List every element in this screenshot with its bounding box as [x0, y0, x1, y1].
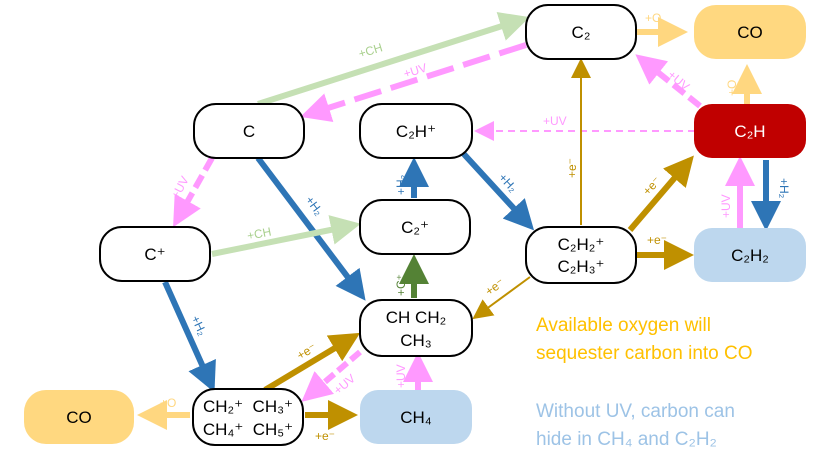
node-chn-plus-label-1: CH₂⁺ CH₃⁺ — [203, 397, 293, 416]
node-ch4-label: CH₄ — [400, 408, 432, 427]
arrow-c2h-to-c2 — [635, 54, 702, 109]
label-c-to-ch: +H₂ — [303, 193, 327, 218]
node-ch-ch2-ch3: CH CH₂ CH₃ — [359, 299, 473, 357]
node-c2h2-plus-label-1: C₂H₂⁺ — [558, 235, 605, 254]
arrow-ch-to-chn-plus — [301, 349, 362, 402]
label-chn-plus-to-co: +O — [160, 396, 176, 410]
label-c2-plus-to-c2h-plus: +H₂ — [394, 174, 408, 195]
label-c2h-to-c2h2: +H₂ — [777, 178, 791, 199]
label-c2h-to-c2h-plus: +UV — [543, 114, 567, 128]
label-c2h-to-c2: +UV — [665, 68, 692, 94]
node-c2h-plus: C₂H⁺ — [359, 103, 473, 159]
label-c2-to-co: +O — [645, 11, 661, 25]
oxygen-note-line-2: sequester carbon into CO — [536, 343, 753, 364]
arrow-chn-plus-to-ch — [263, 332, 361, 393]
arrow-c-to-c-plus — [173, 156, 215, 228]
uv-note-line-2: hide in CH₄ and C₂H₂ — [536, 429, 717, 450]
oxygen-note: Available oxygen will sequester carbon i… — [536, 312, 826, 368]
label-ch-to-c2-plus: +C⁺ — [394, 274, 408, 296]
node-chn-plus-label-2: CH₄⁺ CH₅⁺ — [203, 420, 293, 439]
arrow-c-plus-to-chn-plus — [162, 280, 216, 393]
node-c2h2: C₂H₂ — [694, 228, 806, 282]
node-c2h2-label: C₂H₂ — [731, 246, 769, 265]
oxygen-note-line-1: Available oxygen will — [536, 315, 711, 336]
node-c2: C₂ — [525, 4, 637, 60]
uv-note-line-1: Without UV, carbon can — [536, 401, 735, 422]
node-c2h: C₂H — [694, 104, 806, 158]
arrow-c-to-c2 — [257, 12, 530, 107]
node-c2-plus: C₂⁺ — [359, 199, 471, 255]
arrow-c2h-plus-to-c2h2-plus — [459, 149, 535, 231]
arrow-c2h2plus-to-c2h — [627, 155, 694, 232]
label-c2h2plus-to-c2: +e⁻ — [565, 158, 579, 178]
node-c2-label: C₂ — [572, 23, 591, 42]
arrow-c-to-ch — [255, 156, 366, 301]
label-chn-plus-to-ch4: +e⁻ — [315, 429, 335, 443]
node-c2h2-plus-label-2: C₂H₃⁺ — [557, 257, 604, 276]
node-ch-label-2: CH₃ — [400, 331, 431, 350]
label-ch4-to-ch: +UV — [394, 364, 408, 388]
arrow-c2-to-c — [300, 42, 527, 123]
node-c2h-plus-label: C₂H⁺ — [396, 122, 436, 141]
label-c2h2plus-to-ch: +e⁻ — [483, 275, 507, 298]
node-c-plus-label: C⁺ — [144, 245, 165, 264]
label-c2h-to-co: +O — [725, 80, 739, 96]
node-c-plus: C⁺ — [99, 226, 211, 282]
node-c-label: C — [243, 122, 255, 141]
node-co-top-label: CO — [737, 23, 763, 42]
node-co-bottom: CO — [24, 390, 134, 444]
node-c2h2-plus: C₂H₂⁺ C₂H₃⁺ — [525, 226, 637, 284]
label-c-plus-to-c2-plus: +CH — [246, 225, 273, 243]
label-c2h2-to-c2h: +UV — [719, 194, 733, 218]
node-c: C — [193, 103, 305, 159]
label-c-to-c2: +CH — [357, 40, 384, 61]
arrow-c2h2plus-to-ch — [472, 276, 531, 320]
node-co-bottom-label: CO — [66, 408, 92, 427]
arrow-c-plus-to-c2-plus — [211, 215, 361, 257]
node-ch4: CH₄ — [360, 390, 472, 444]
node-c2h-label: C₂H — [734, 122, 765, 141]
uv-note: Without UV, carbon can hide in CH₄ and C… — [536, 398, 826, 454]
node-ch-label-1: CH CH₂ — [386, 308, 446, 327]
label-c2-to-c: +UV — [402, 61, 429, 81]
node-c2-plus-label: C₂⁺ — [401, 218, 429, 237]
label-c2h2plus-to-c2h2: +e⁻ — [647, 233, 667, 247]
node-chn-plus: CH₂⁺ CH₃⁺ CH₄⁺ CH₅⁺ — [192, 388, 304, 446]
node-co-top: CO — [694, 5, 806, 59]
